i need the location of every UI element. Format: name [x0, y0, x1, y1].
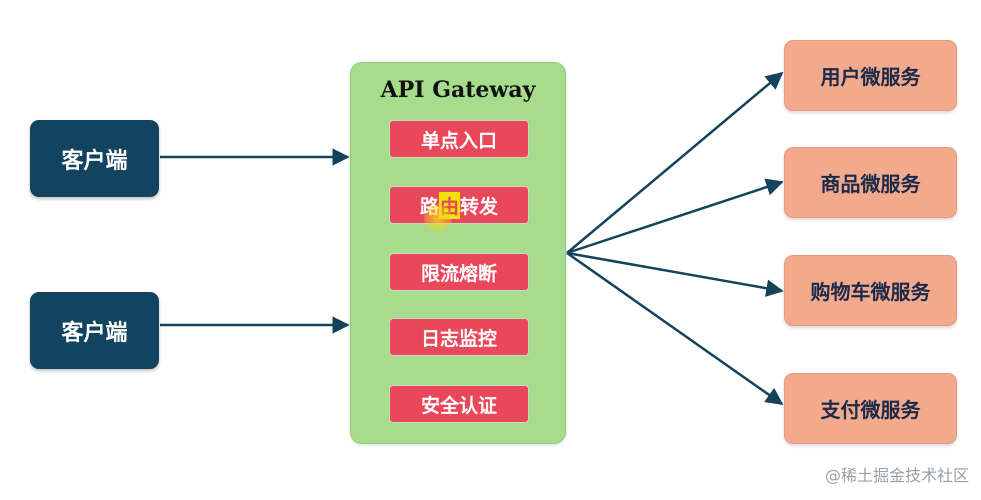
arrow-gateway-to-user-service: [566, 71, 784, 254]
service-label-user: 用户微服务: [820, 65, 921, 89]
arrow-gateway-to-payment-service: [566, 251, 784, 406]
service-user: 用户微服务: [784, 40, 957, 111]
service-label-product: 商品微服务: [820, 172, 921, 196]
feature-label-single-entry: 单点入口: [420, 129, 497, 152]
feature-label-security-auth: 安全认证: [420, 394, 497, 417]
service-payment: 支付微服务: [784, 373, 957, 444]
arrow-gateway-to-product-service: [566, 178, 784, 255]
feature-log-monitoring: 日志监控: [389, 318, 529, 356]
client-label-1: 客户端: [61, 148, 128, 174]
feature-rate-limit-circuit-break: 限流熔断: [389, 253, 529, 291]
feature-label-routing-post: 转发: [460, 195, 499, 218]
watermark-text: @稀土掘金技术社区: [824, 466, 969, 485]
arrow-gateway-to-cart-service: [566, 251, 784, 297]
feature-label-log-monitoring: 日志监控: [420, 327, 497, 350]
feature-single-entry: 单点入口: [389, 120, 529, 158]
gateway-title: API Gateway: [380, 77, 536, 103]
client-box-1: 客户端: [30, 120, 159, 197]
api-gateway-box: API Gateway 单点入口 路由转发 限流熔断 日志监控 安全认证: [350, 62, 566, 444]
service-product: 商品微服务: [784, 147, 957, 218]
feature-security-auth: 安全认证: [389, 385, 529, 423]
client-box-2: 客户端: [30, 292, 159, 369]
service-cart: 购物车微服务: [784, 255, 957, 326]
service-label-cart: 购物车微服务: [810, 280, 931, 304]
client-label-2: 客户端: [61, 320, 128, 346]
feature-label-rate-limit: 限流熔断: [420, 262, 497, 285]
feature-routing: 路由转发: [389, 186, 529, 224]
service-label-payment: 支付微服务: [820, 398, 921, 422]
